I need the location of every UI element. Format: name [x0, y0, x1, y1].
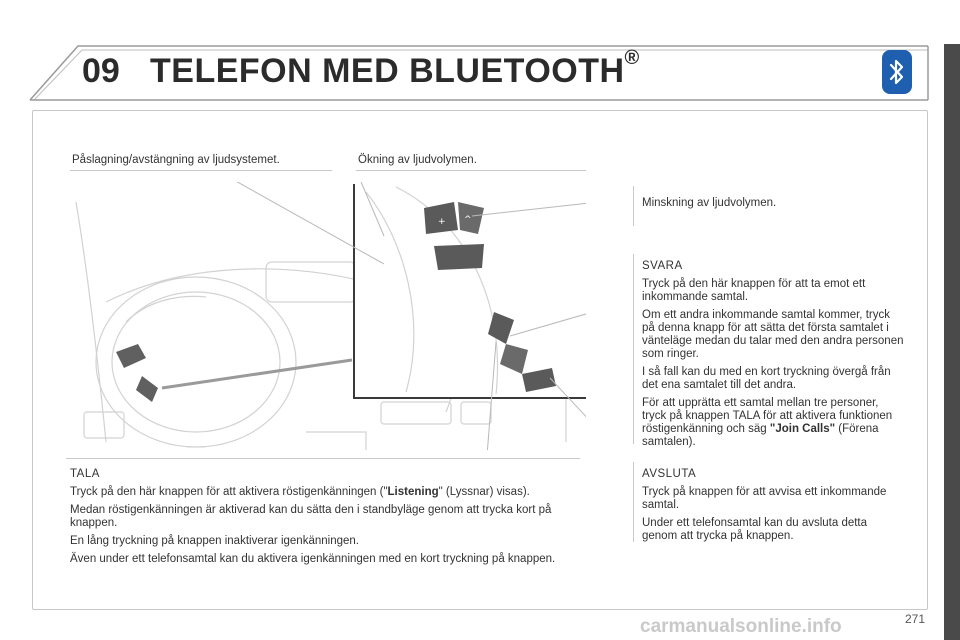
tala-paragraph: Medan röstigenkänningen är aktiverad kan… [70, 504, 552, 529]
svara-paragraph: Om ett andra inkommande samtal kommer, t… [642, 309, 904, 360]
callout-power: Påslagning/avstängning av ljudsystemet. [72, 154, 280, 166]
header-frame [29, 45, 929, 101]
page-title: TELEFON MED BLUETOOTH® [150, 46, 640, 90]
callout-rule [633, 462, 634, 542]
svara-paragraph: I så fall kan du med en kort tryckning ö… [642, 366, 891, 391]
tala-rule [66, 458, 580, 459]
chapter-header: 09 TELEFON MED BLUETOOTH® [0, 0, 960, 110]
svg-text:^: ^ [464, 215, 472, 225]
svara-section: SVARA Tryck på den här knappen för att t… [642, 260, 904, 454]
tala-paragraph: En lång tryckning på knappen inaktiverar… [70, 535, 359, 547]
steering-wheel-illustration: + ^ [75, 182, 586, 450]
callout-volume-up: Ökning av ljudvolymen. [358, 154, 477, 166]
svara-paragraph: Tryck på den här knappen för att ta emot… [642, 278, 866, 303]
tala-paragraph: Tryck på den här knappen för att aktiver… [70, 486, 530, 498]
tala-paragraph: Även under ett telefonsamtal kan du akti… [70, 553, 556, 565]
avsluta-paragraph: Tryck på knappen för att avvisa ett inko… [642, 486, 887, 511]
callout-underline [356, 170, 586, 171]
watermark: carmanualsonline.info [640, 616, 842, 637]
callout-underline [70, 170, 332, 171]
svara-heading: SVARA [642, 260, 683, 272]
avsluta-section: AVSLUTA Tryck på knappen för att avvisa … [642, 468, 892, 548]
chapter-side-bar [944, 44, 960, 640]
bluetooth-icon [882, 50, 912, 94]
callout-rule [633, 186, 634, 226]
content-frame [32, 110, 928, 610]
chapter-number: 09 [82, 52, 120, 90]
avsluta-paragraph: Under ett telefonsamtal kan du avsluta d… [642, 517, 868, 542]
callout-rule [633, 254, 634, 444]
callout-volume-down: Minskning av ljudvolymen. [642, 197, 777, 209]
avsluta-heading: AVSLUTA [642, 468, 697, 480]
svara-paragraph: För att upprätta ett samtal mellan tre p… [642, 397, 893, 448]
page-number: 271 [905, 612, 926, 626]
svg-text:+: + [438, 217, 446, 227]
tala-section: TALA Tryck på den här knappen för att ak… [70, 468, 590, 571]
tala-heading: TALA [70, 468, 100, 480]
